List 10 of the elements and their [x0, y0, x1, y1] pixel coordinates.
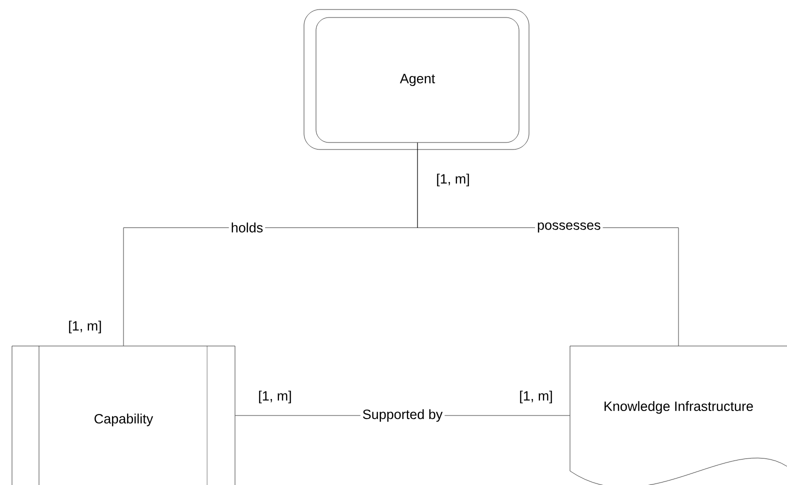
edge-label: possesses [535, 220, 603, 235]
edge-label: Supported by [360, 407, 445, 424]
cardinality-label: [1, m] [520, 390, 552, 404]
cardinality-label: [1, m] [69, 320, 101, 334]
process-box: Capability [12, 346, 236, 485]
cardinality-label: [1, m] [437, 174, 469, 186]
connector-line [235, 415, 570, 416]
cardinality-label: [1, m] [259, 390, 291, 404]
entity-box: Agent [304, 9, 530, 150]
edge-label: holds [228, 220, 266, 234]
